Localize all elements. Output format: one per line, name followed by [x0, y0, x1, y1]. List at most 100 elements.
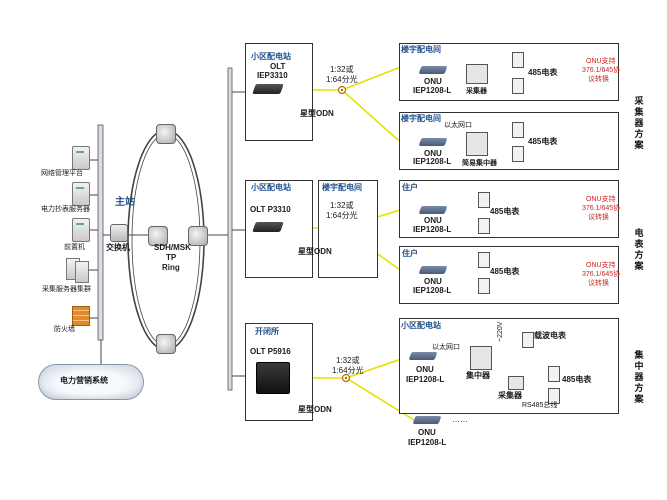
ring-router-icon[interactable] — [148, 226, 168, 246]
station-title: 小区配电站 — [251, 52, 291, 61]
meter-label: 485电表 — [490, 267, 520, 276]
onu-label: ONU — [424, 277, 442, 286]
olt-label: OLT — [270, 62, 286, 71]
meter-icon — [548, 366, 560, 382]
server-icon — [76, 187, 84, 189]
onu-device-icon[interactable] — [418, 66, 448, 74]
ring-label-line2: TP — [166, 253, 177, 262]
meter-icon — [512, 146, 524, 162]
concentrator-branch-box — [399, 318, 619, 414]
meter-icon — [478, 252, 490, 268]
server-label: 网络管理平台 — [41, 170, 83, 177]
odn-label: 星型ODN — [298, 405, 332, 414]
branch-title: 楼宇配电间 — [401, 114, 441, 123]
olt-label: OLT P5916 — [250, 347, 291, 356]
ethernet-label: 以太网口 — [444, 122, 472, 129]
server-label: 电力抄表服务器 — [41, 206, 90, 213]
switch-icon[interactable] — [110, 224, 128, 242]
server-icon — [76, 151, 84, 153]
onu-device-icon[interactable] — [418, 266, 448, 274]
carrier-meter-label: 载波电表 — [534, 331, 566, 340]
ring-router-icon[interactable] — [188, 226, 208, 246]
branch-title: 小区配电站 — [401, 321, 441, 330]
station-title: 开闭所 — [255, 327, 279, 336]
meter-icon — [512, 52, 524, 68]
collector-label: 采集器 — [498, 391, 522, 400]
meter-icon — [548, 388, 560, 404]
network-management-server[interactable] — [72, 146, 90, 170]
meter-icon — [478, 278, 490, 294]
concentrator-device-icon[interactable] — [470, 346, 492, 370]
meter-label: 485电表 — [562, 375, 592, 384]
collector-scheme-label: 采集器方案 — [634, 96, 644, 150]
onu-model: IEP1208-L — [413, 286, 452, 295]
onu-label: ONU — [418, 428, 436, 437]
onu-device-icon[interactable] — [408, 352, 438, 360]
onu-model: IEP1208-L — [413, 225, 452, 234]
note-line: ONU支持 — [586, 196, 616, 203]
ring-label-line1: SDH/MSK — [154, 243, 191, 252]
firewall-label: 防火墙 — [54, 326, 75, 333]
note-line: 议转换 — [588, 280, 609, 287]
collection-server-cluster[interactable] — [66, 258, 89, 283]
collector-branch-box — [399, 112, 619, 170]
onu-device-icon[interactable] — [418, 138, 448, 146]
onu-model: IEP1208-L — [413, 157, 452, 166]
master-station-title: 主站 — [115, 197, 135, 208]
ring-router-icon[interactable] — [156, 334, 176, 354]
server-icon — [76, 223, 84, 225]
meter-icon — [512, 122, 524, 138]
ring-label-line3: Ring — [162, 263, 180, 272]
onu-device-icon[interactable] — [418, 206, 448, 214]
collector-device-icon[interactable] — [466, 64, 488, 84]
station-title: 小区配电站 — [251, 183, 291, 192]
olt-device-icon[interactable] — [252, 222, 284, 232]
onu-model: IEP1208-L — [406, 375, 445, 384]
ethernet-label: 以太网口 — [432, 344, 460, 351]
concentrator-device-icon[interactable] — [466, 132, 488, 156]
meter-icon — [478, 218, 490, 234]
meter-reading-server[interactable] — [72, 182, 90, 206]
firewall-icon[interactable] — [72, 306, 90, 326]
split-ratio: 1:64分光 — [332, 366, 364, 375]
split-ratio: 1:64分光 — [326, 75, 358, 84]
olt-chassis-icon[interactable] — [256, 362, 290, 394]
meter-label: 485电表 — [528, 137, 558, 146]
cloud-label: 电力营销系统 — [60, 376, 108, 385]
onu-label: ONU — [424, 216, 442, 225]
onu-model: IEP1208-L — [413, 86, 452, 95]
voltage-label: ~220V — [497, 321, 504, 342]
onu-label: ONU — [424, 149, 442, 158]
note-line: 议转换 — [588, 76, 609, 83]
meter-icon — [512, 78, 524, 94]
olt-device-icon[interactable] — [252, 84, 284, 94]
onu-device-icon[interactable] — [412, 416, 442, 424]
split-ratio: 1:64分光 — [326, 211, 358, 220]
household-branch-box — [399, 246, 619, 304]
concentrator-scheme-label: 集中器方案 — [634, 350, 644, 404]
split-ratio: 1:32或 — [336, 356, 360, 365]
branch-title: 楼宇配电间 — [401, 45, 441, 54]
building-room-box — [318, 180, 378, 278]
note-line: ONU支持 — [586, 58, 616, 65]
server-icon — [75, 261, 89, 283]
concentrator-label: 集中器 — [466, 371, 490, 380]
meter-scheme-label: 电表方案 — [634, 228, 644, 271]
room-title: 楼宇配电间 — [322, 183, 362, 192]
olt-model: IEP3310 — [257, 71, 288, 80]
collector-device-icon[interactable] — [508, 376, 524, 390]
front-end-server[interactable] — [72, 218, 90, 242]
split-ratio: 1:32或 — [330, 201, 354, 210]
branch-title: 住户 — [402, 249, 418, 258]
switch-label: 交换机 — [106, 243, 130, 252]
note-line: 议转换 — [588, 214, 609, 221]
split-ratio: 1:32或 — [330, 65, 354, 74]
meter-icon — [478, 192, 490, 208]
collector-label: 采集器 — [466, 88, 487, 95]
odn-label: 星型ODN — [298, 247, 332, 256]
ring-router-icon[interactable] — [156, 124, 176, 144]
note-line: 376.1/645协 — [582, 271, 621, 278]
onu-model: IEP1208-L — [408, 438, 447, 447]
olt-label: OLT P3310 — [250, 205, 291, 214]
onu-label: ONU — [424, 77, 442, 86]
